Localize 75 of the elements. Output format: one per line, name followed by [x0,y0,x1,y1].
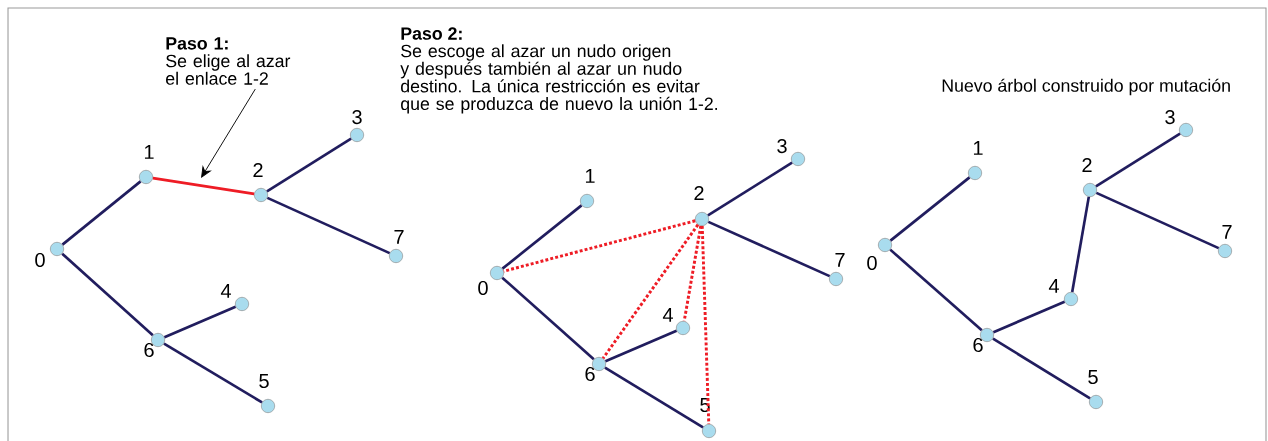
tree-node: 3 [777,139,805,166]
node-label: 1 [973,141,983,155]
tree-title: Nuevo árbol construido por mutación [942,78,1230,96]
node-label: 1 [144,145,154,159]
tree-node: 2 [253,163,268,202]
tree-node: 7 [829,253,845,286]
tree-node: 2 [1082,158,1097,197]
node-label: 2 [1082,158,1092,172]
connector-line [992,300,1066,334]
tree-node: 0 [867,238,892,271]
step-description: Se escoge al azar un nudo origen y después también al azar un nudo destino. La única restricción es evitar que se produzca de nuevo la unión 1-2. [400,44,717,114]
connector-line [61,252,154,337]
tree-node: 4 [220,284,249,311]
node-label: 4 [220,284,231,298]
connector-line [604,329,678,363]
node-label: 0 [35,252,45,268]
connector-line [1095,132,1181,188]
connector-line [163,305,237,339]
annotation-text: Paso 1: Se elige al azar el enlace 1-2 [166,37,291,85]
node-label: 4 [662,308,673,322]
connector-line [1070,196,1091,293]
node-label: 4 [1048,279,1059,293]
connector-line [700,225,711,425]
node-label: 7 [1222,225,1232,239]
leader-arrow [201,88,256,178]
tree-node: 1 [580,169,595,208]
tree-node: 5 [259,374,275,413]
step-heading: Paso 2: [401,27,462,40]
tree-node: 0 [35,242,64,268]
node-label: 3 [352,110,362,125]
node-label: 2 [253,163,263,177]
tree-node: 6 [973,328,994,353]
node-label: 7 [394,230,404,244]
tree-node: 7 [1218,225,1232,258]
connector-line [266,137,352,193]
connector-line [604,366,704,429]
node-label: 3 [777,139,787,154]
tree-node: 3 [350,110,364,142]
node-label: 1 [585,169,595,183]
tree-node: 4 [662,308,690,335]
tree-node: 3 [1165,110,1193,137]
connector-line [1095,191,1220,250]
connector-line [61,180,142,246]
connector-line [266,196,391,255]
node-label: 5 [259,374,269,389]
connector-line [501,276,595,361]
tree-node: 2 [694,186,709,226]
connector-line [163,342,263,404]
tree-node: 0 [478,266,504,296]
node-label: 7 [835,253,845,267]
node-label: 0 [867,255,877,271]
connector-line [601,223,700,360]
connector-line [501,204,583,270]
node-label: 6 [144,342,154,358]
tree-node: 4 [1048,279,1078,306]
connector-line [682,225,703,322]
connector-line [152,176,255,196]
tree-node: 6 [585,357,606,382]
connector-line [992,337,1091,400]
node-label: 3 [1165,110,1175,125]
connector-line [707,161,793,217]
node-label: 2 [694,186,704,200]
connector-line [889,176,971,242]
tree-node: 5 [1088,370,1103,409]
tree-node: 1 [139,145,154,184]
node-label: 5 [1088,370,1098,385]
tree-node: 1 [968,141,983,180]
node-label: 6 [585,366,595,382]
node-label: 0 [478,280,488,296]
connector-line [707,220,831,278]
tree-node: 7 [389,230,404,263]
connector-line [503,219,696,273]
tree-node: 6 [144,333,165,358]
connector-line [889,248,983,332]
node-label: 6 [973,337,983,353]
